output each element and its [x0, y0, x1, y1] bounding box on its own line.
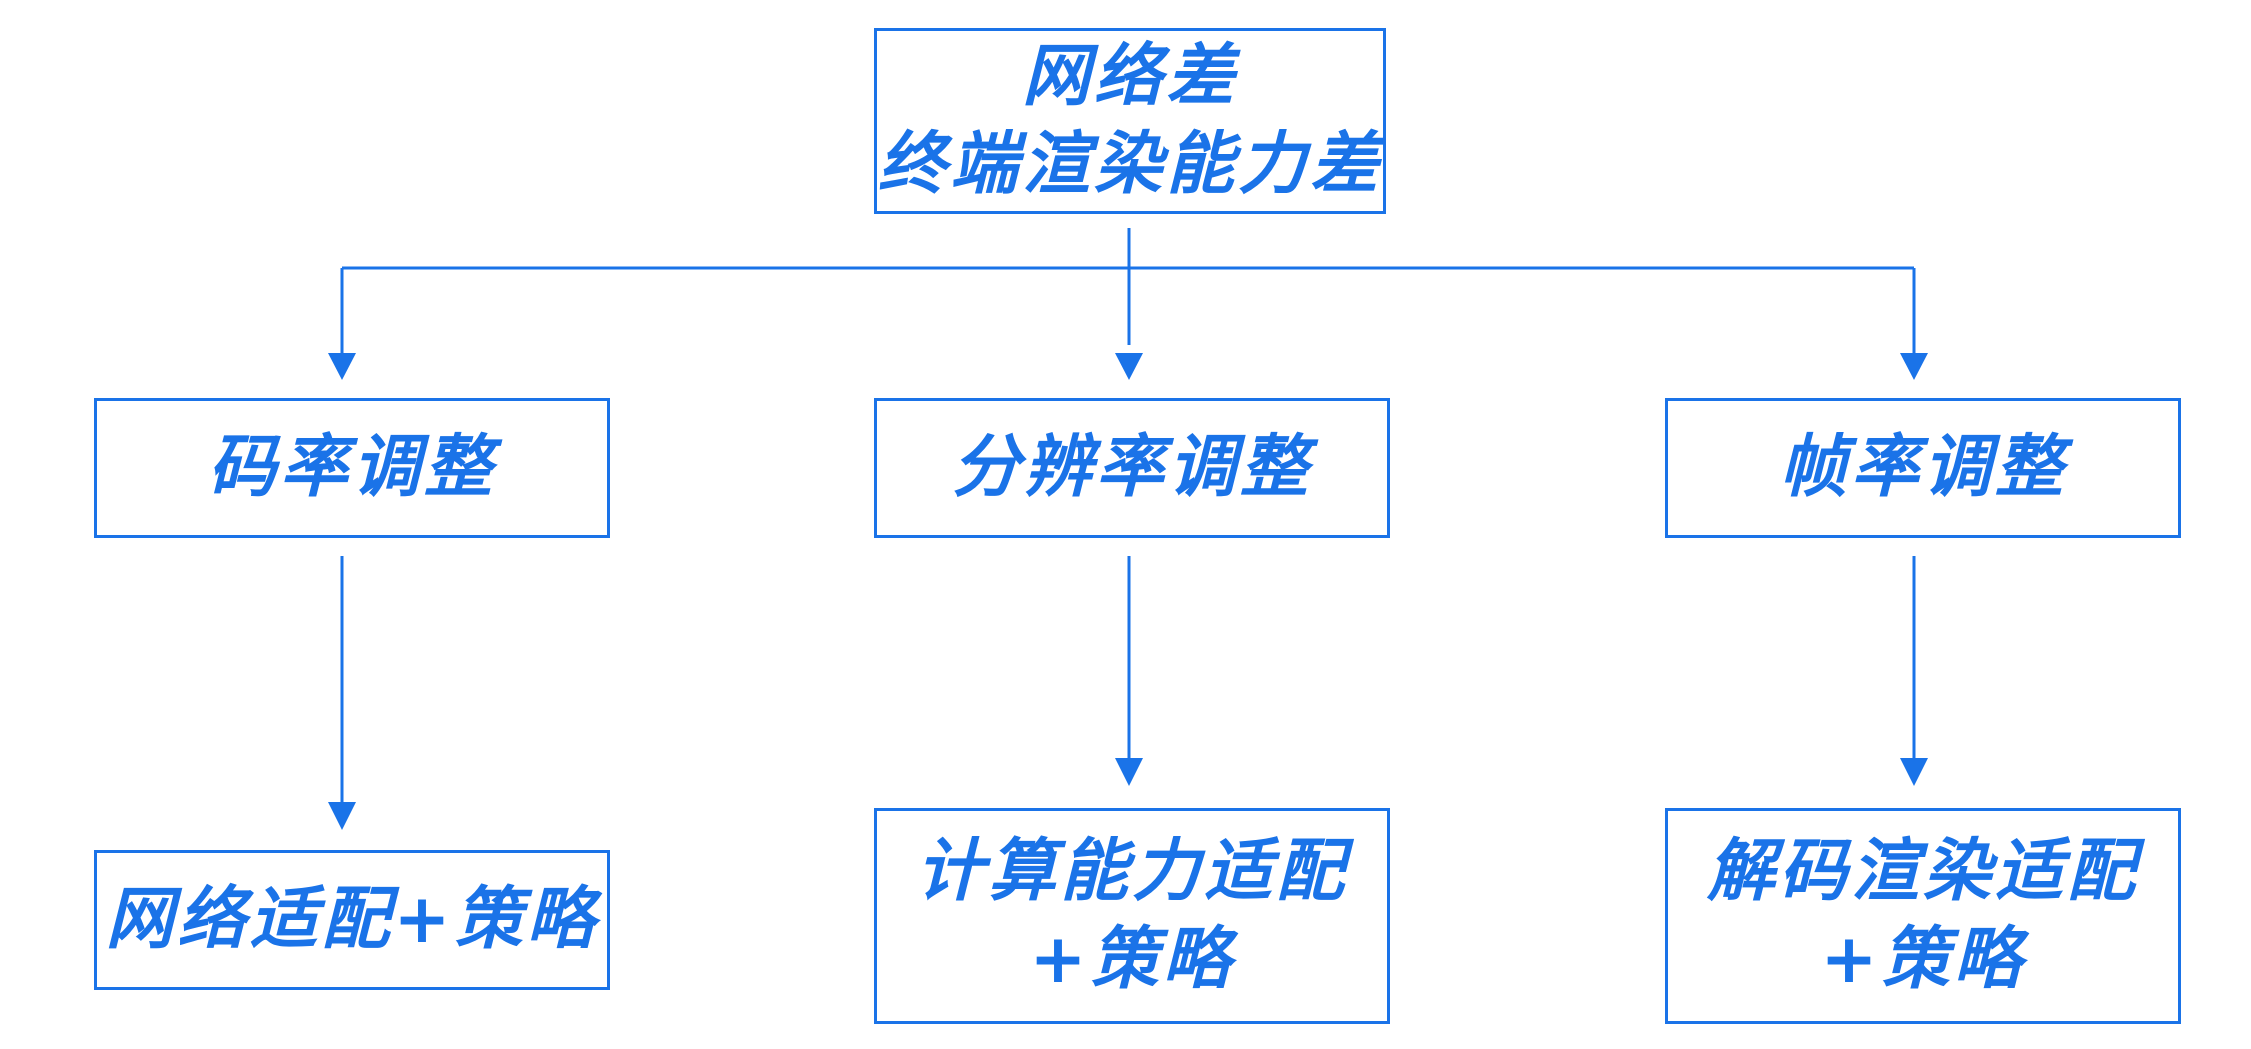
node-framerate-adjust: 帧率调整: [1665, 398, 2181, 538]
node-network-adapt: 网络适配+策略: [94, 850, 610, 990]
arrowhead-to-right: [1900, 353, 1928, 380]
arrowhead-to-left: [328, 353, 356, 380]
node-compute-adapt: 计算能力适配 +策略: [874, 808, 1390, 1024]
node-decode-render-adapt: 解码渲染适配 +策略: [1665, 808, 2181, 1024]
arrowhead-to-mid: [1115, 353, 1143, 380]
root-node: 网络差 终端渲染能力差: [874, 28, 1386, 214]
arrowhead-to-bottom-left: [328, 802, 356, 830]
node-bitrate-adjust: 码率调整: [94, 398, 610, 538]
node-resolution-adjust: 分辨率调整: [874, 398, 1390, 538]
arrowhead-to-bottom-right: [1900, 758, 1928, 786]
arrowhead-to-bottom-mid: [1115, 758, 1143, 786]
